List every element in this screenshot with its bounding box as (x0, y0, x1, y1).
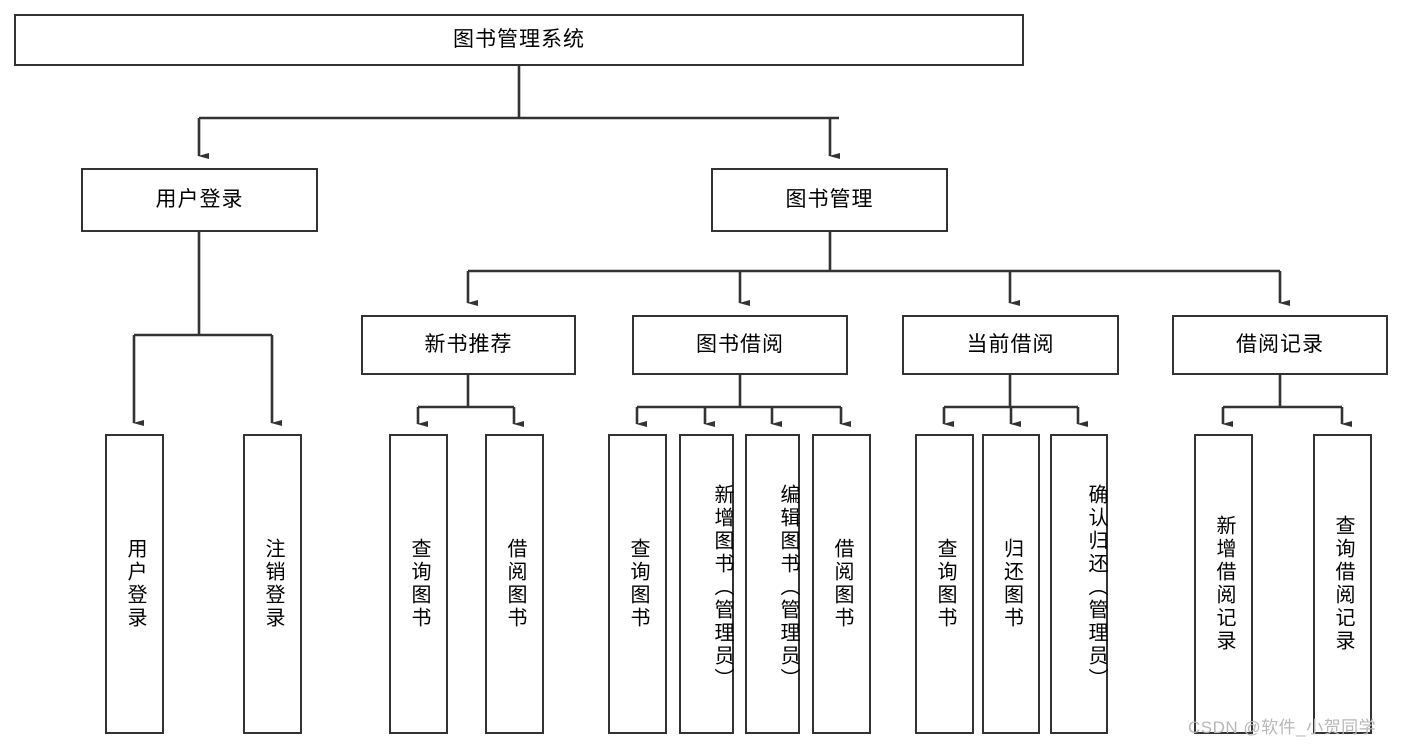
leaf-query-borrow-record[interactable]: 查询借阅记录 (1313, 434, 1372, 734)
leaf-user-login[interactable]: 用户登录 (105, 434, 164, 734)
leaf-add-book-admin[interactable]: 新增图书（管理员） (679, 434, 734, 734)
leaf-query-book-recommend[interactable]: 查询图书 (389, 434, 448, 734)
node-book-manage[interactable]: 图书管理 (711, 168, 948, 232)
leaf-edit-book-admin[interactable]: 编辑图书（管理员） (745, 434, 800, 734)
leaf-query-book-current[interactable]: 查询图书 (915, 434, 974, 734)
leaf-borrow-book-recommend[interactable]: 借阅图书 (485, 434, 544, 734)
node-borrow-record[interactable]: 借阅记录 (1172, 315, 1388, 375)
leaf-return-book[interactable]: 归还图书 (982, 434, 1040, 734)
node-user-login[interactable]: 用户登录 (81, 168, 318, 232)
leaf-add-borrow-record[interactable]: 新增借阅记录 (1194, 434, 1253, 734)
node-book-borrow[interactable]: 图书借阅 (632, 315, 848, 375)
node-new-book-recommend[interactable]: 新书推荐 (361, 315, 576, 375)
leaf-user-logout[interactable]: 注销登录 (243, 434, 302, 734)
leaf-query-book-borrow[interactable]: 查询图书 (608, 434, 667, 734)
watermark: CSDN @软件_小贺同学 (1188, 718, 1377, 737)
node-current-borrow[interactable]: 当前借阅 (902, 315, 1119, 375)
leaf-confirm-return-admin[interactable]: 确认归还（管理员） (1050, 434, 1108, 734)
node-root[interactable]: 图书管理系统 (14, 14, 1024, 66)
leaf-borrow-book[interactable]: 借阅图书 (812, 434, 871, 734)
